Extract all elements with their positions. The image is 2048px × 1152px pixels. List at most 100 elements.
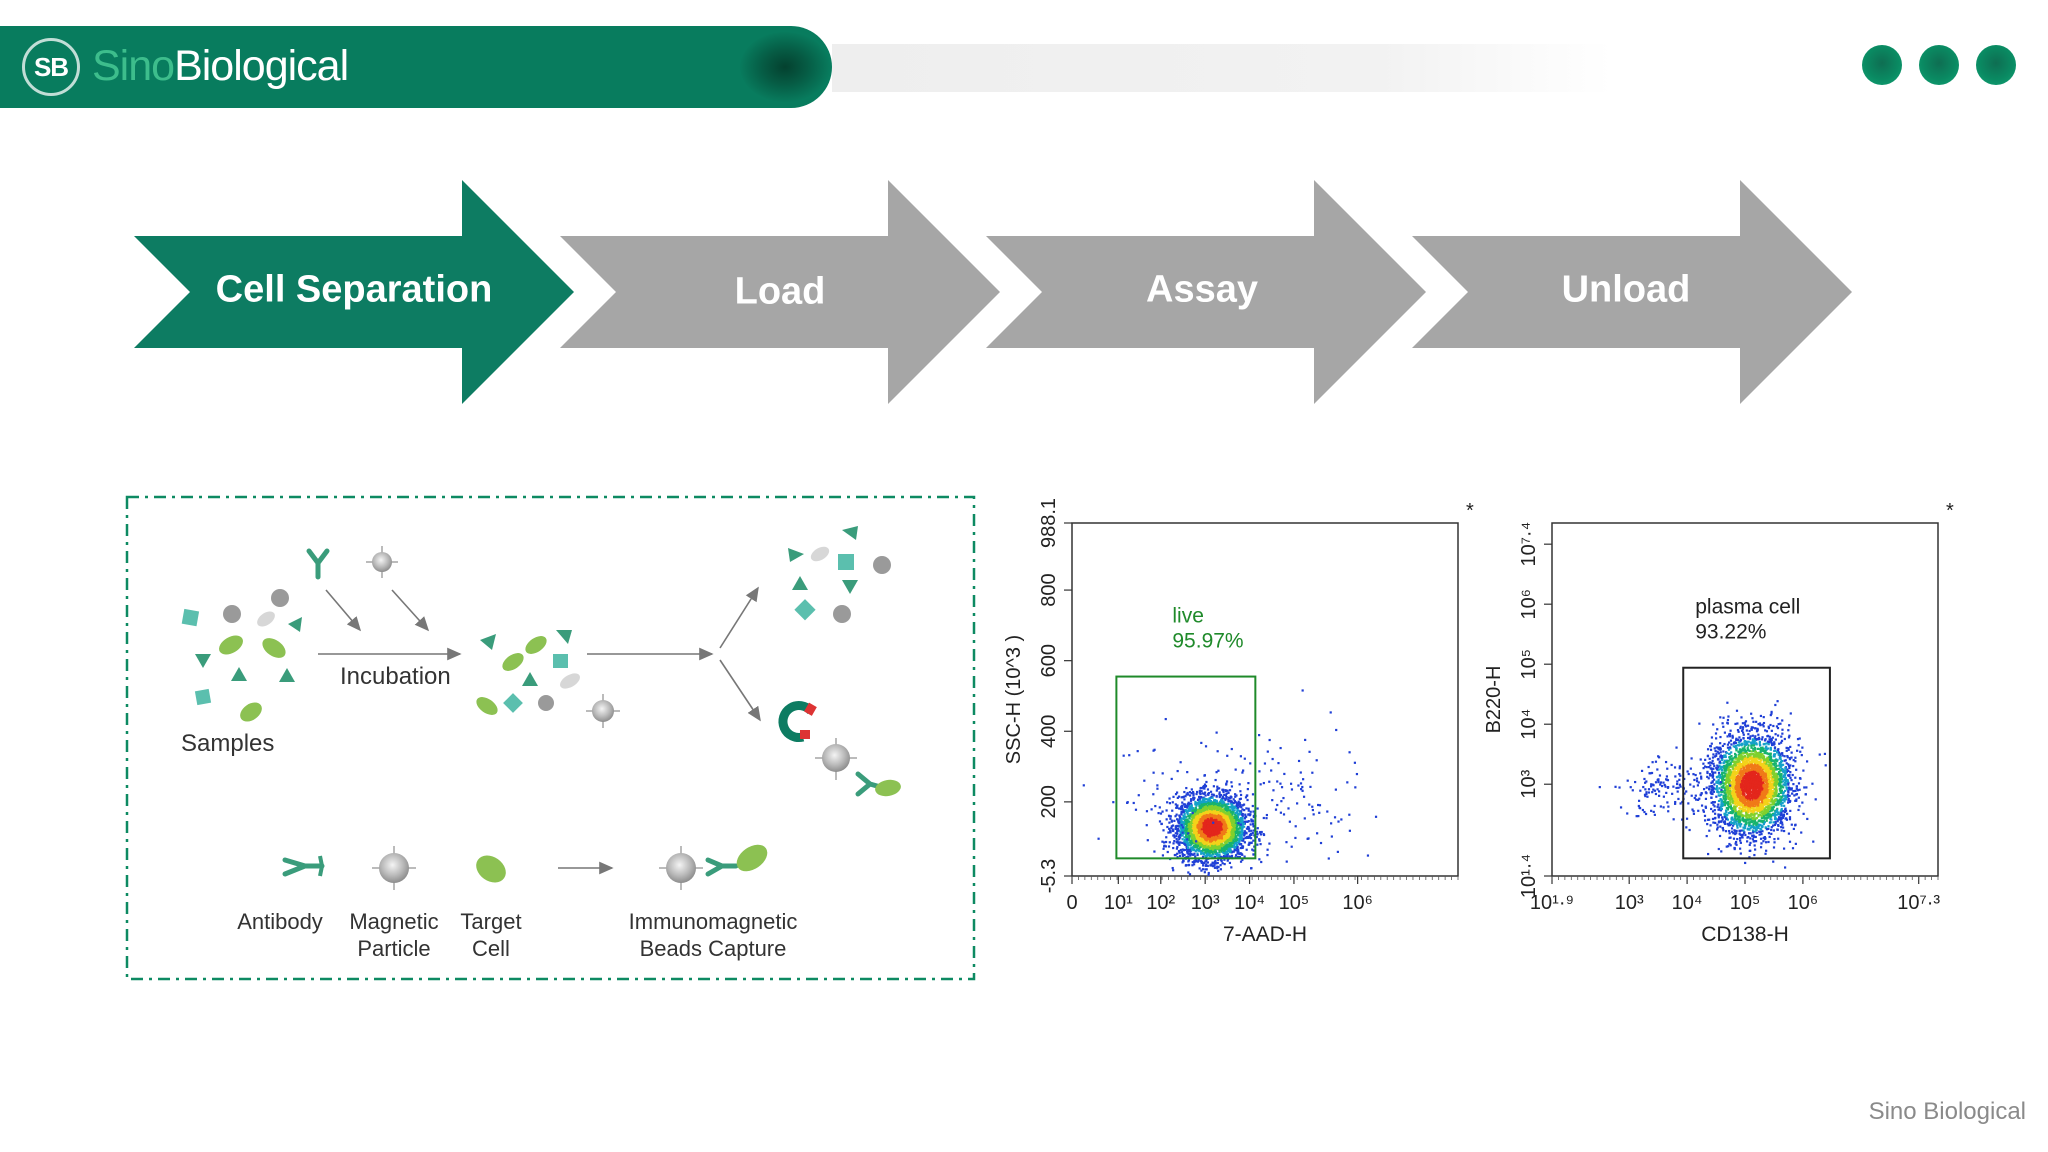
x-tick-label: 10³ <box>1191 892 1220 914</box>
data-point <box>1217 828 1220 832</box>
data-point <box>1218 828 1221 831</box>
data-point <box>1243 817 1247 820</box>
data-point <box>1186 791 1189 795</box>
data-point <box>1210 807 1213 810</box>
data-point <box>1719 735 1722 739</box>
data-point <box>1216 785 1219 788</box>
data-point <box>1740 750 1743 753</box>
data-point <box>1201 868 1205 871</box>
data-point <box>1218 791 1221 794</box>
data-point <box>1193 827 1196 830</box>
data-point <box>1229 836 1232 840</box>
data-point <box>1208 832 1211 835</box>
data-point <box>1753 738 1756 741</box>
data-point <box>1215 824 1218 827</box>
data-point <box>1239 838 1243 841</box>
data-point <box>1688 828 1691 832</box>
data-point <box>1217 835 1221 838</box>
data-point <box>1217 824 1220 827</box>
data-point <box>1213 799 1216 802</box>
data-point <box>1217 769 1220 772</box>
data-point <box>1214 778 1217 782</box>
data-point <box>1194 808 1197 811</box>
data-point <box>1174 825 1178 828</box>
data-point <box>1202 824 1205 827</box>
data-point <box>1741 731 1745 734</box>
data-point <box>1782 775 1785 779</box>
data-point <box>1210 822 1213 825</box>
data-point <box>1218 843 1221 846</box>
data-point <box>1340 818 1343 821</box>
data-point <box>1753 742 1757 745</box>
data-point <box>1136 750 1139 753</box>
data-point <box>1217 830 1220 833</box>
data-point <box>1201 801 1204 804</box>
data-point <box>1200 823 1203 827</box>
data-point <box>1189 824 1192 827</box>
data-point <box>1204 850 1208 853</box>
data-point <box>1749 735 1752 738</box>
data-point <box>1252 810 1255 813</box>
y-tick-label: 200 <box>1038 785 1060 818</box>
data-point <box>1191 823 1195 826</box>
data-point <box>1230 846 1233 849</box>
data-point <box>1186 843 1189 846</box>
data-point <box>1223 832 1226 835</box>
data-point <box>1752 749 1755 752</box>
data-point <box>1796 737 1800 741</box>
data-point <box>1334 788 1337 791</box>
data-point <box>1707 777 1710 780</box>
data-point <box>1234 795 1237 798</box>
data-point <box>1185 864 1188 867</box>
data-point <box>1201 817 1204 820</box>
data-point <box>1229 842 1232 845</box>
data-point <box>1222 847 1226 850</box>
data-point <box>1245 832 1248 835</box>
data-point <box>1207 851 1210 854</box>
data-point <box>1780 735 1783 738</box>
data-point <box>1168 821 1171 824</box>
data-point <box>1741 742 1744 745</box>
data-point <box>1236 814 1239 817</box>
data-point <box>1234 768 1237 771</box>
data-point <box>1318 811 1321 814</box>
data-point <box>1208 833 1212 836</box>
step-arrow-assay <box>986 180 1426 404</box>
data-point <box>1213 863 1216 866</box>
data-point <box>1728 821 1731 824</box>
data-point <box>1180 821 1183 824</box>
workflow-arrows <box>134 180 1852 404</box>
data-point <box>1214 841 1217 845</box>
legend-magnetic-particle-label: Magnetic Particle <box>349 908 438 962</box>
data-point <box>1238 805 1241 808</box>
data-point <box>1220 848 1224 852</box>
data-point <box>1247 782 1250 785</box>
data-point <box>1219 836 1222 840</box>
data-point <box>1259 783 1262 786</box>
data-point <box>1175 791 1179 794</box>
data-point <box>1198 848 1201 851</box>
plot-frame <box>1071 522 1459 877</box>
data-point <box>1226 833 1230 836</box>
data-point <box>1082 784 1085 787</box>
data-point <box>1753 748 1756 752</box>
data-point <box>1207 821 1210 824</box>
data-point <box>1189 831 1192 834</box>
data-point <box>1205 868 1208 871</box>
data-point <box>1236 846 1239 849</box>
data-point <box>1239 823 1242 826</box>
data-point <box>1197 828 1201 831</box>
data-point <box>1175 841 1178 844</box>
data-point <box>1212 865 1215 868</box>
data-point <box>1190 848 1193 851</box>
data-point <box>1755 823 1758 827</box>
data-point <box>1193 816 1197 819</box>
data-point <box>1192 809 1195 812</box>
data-point <box>1233 813 1237 816</box>
data-point <box>1752 822 1755 825</box>
data-point <box>1251 793 1255 796</box>
data-point <box>1256 807 1259 810</box>
data-point <box>1790 751 1793 754</box>
data-point <box>1299 782 1303 785</box>
data-point <box>1183 853 1186 857</box>
